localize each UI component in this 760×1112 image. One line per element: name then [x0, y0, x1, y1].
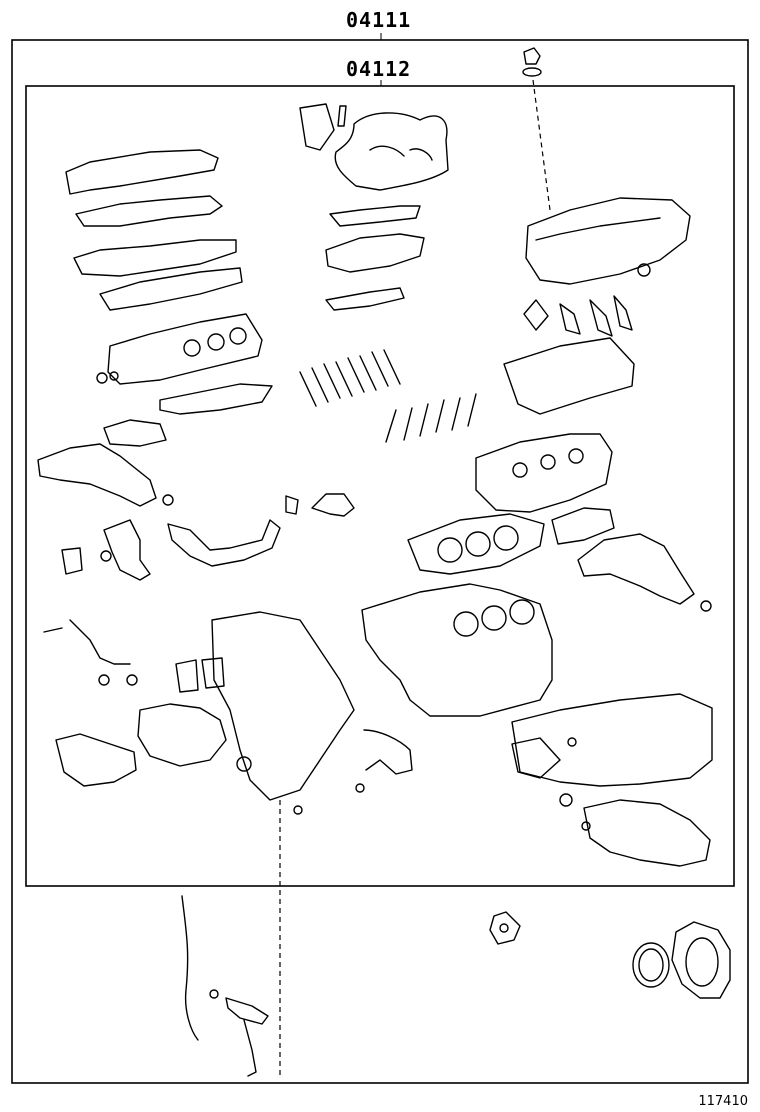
timing-chain-cover [137, 611, 355, 801]
rear-crankshaft-oil-seal [671, 921, 731, 999]
filler-cap-leader [532, 79, 551, 211]
cylinder-head-left [96, 313, 273, 415]
exhaust-manifold-gaskets [37, 419, 712, 612]
intake-manifold [299, 103, 449, 191]
water-inlet-pipe [167, 493, 355, 567]
oil-pump-pipe [355, 729, 413, 793]
figure-number: 117410 [698, 1094, 748, 1109]
outer-kit-frame [11, 39, 749, 1084]
oil-filler-cap [522, 47, 542, 77]
cylinder-head-gasket [407, 513, 545, 575]
exhaust-valves [385, 393, 477, 443]
intake-manifold-gasket [325, 205, 425, 311]
cover-bolt [293, 805, 303, 815]
inner-kit-frame [25, 85, 735, 887]
cylinder-head-right [475, 337, 635, 513]
intake-valves [299, 349, 401, 407]
outer-kit-part-number: 04111 [346, 8, 412, 32]
front-crankshaft-oil-seal [632, 942, 670, 988]
engine-mount-bracket [489, 911, 521, 945]
inner-kit-part-number: 04112 [346, 57, 412, 81]
oil-pan-gasket [559, 793, 711, 867]
misc-hardware-left [43, 619, 138, 787]
oil-dipstick-guide [181, 895, 269, 1077]
cylinder-block [361, 583, 553, 717]
small-gaskets-right [523, 295, 633, 337]
valve-cover-gasket-left [65, 149, 243, 311]
oil-pan [511, 693, 713, 787]
valve-cover-gasket-right [525, 197, 691, 285]
water-pump [61, 519, 151, 581]
